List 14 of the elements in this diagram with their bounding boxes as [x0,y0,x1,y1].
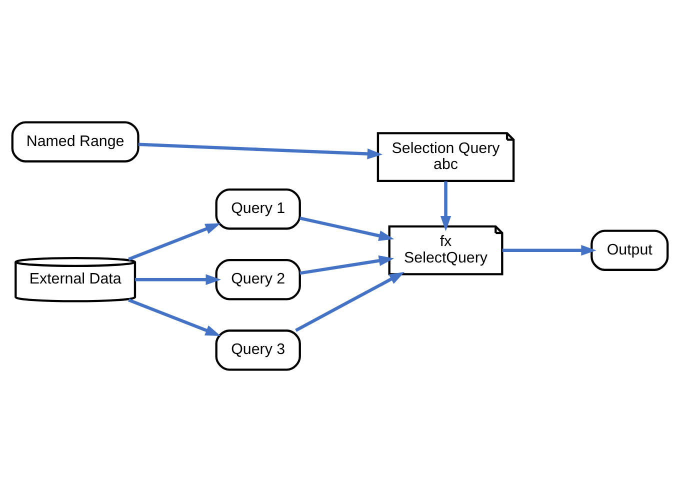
arrow [138,142,383,159]
node-box: Query 1 [215,188,301,230]
node-box: Query 2 [215,258,301,300]
arrow [502,244,596,256]
node-box: Output [590,229,669,270]
arrow [135,274,222,284]
arrow [300,216,394,240]
arrow [128,298,221,336]
arrow [128,222,221,260]
arrow [440,180,452,231]
node-box: Query 3 [215,329,301,370]
node-box: Named Range [11,120,140,162]
arrow [295,271,405,332]
arrow [300,254,394,274]
